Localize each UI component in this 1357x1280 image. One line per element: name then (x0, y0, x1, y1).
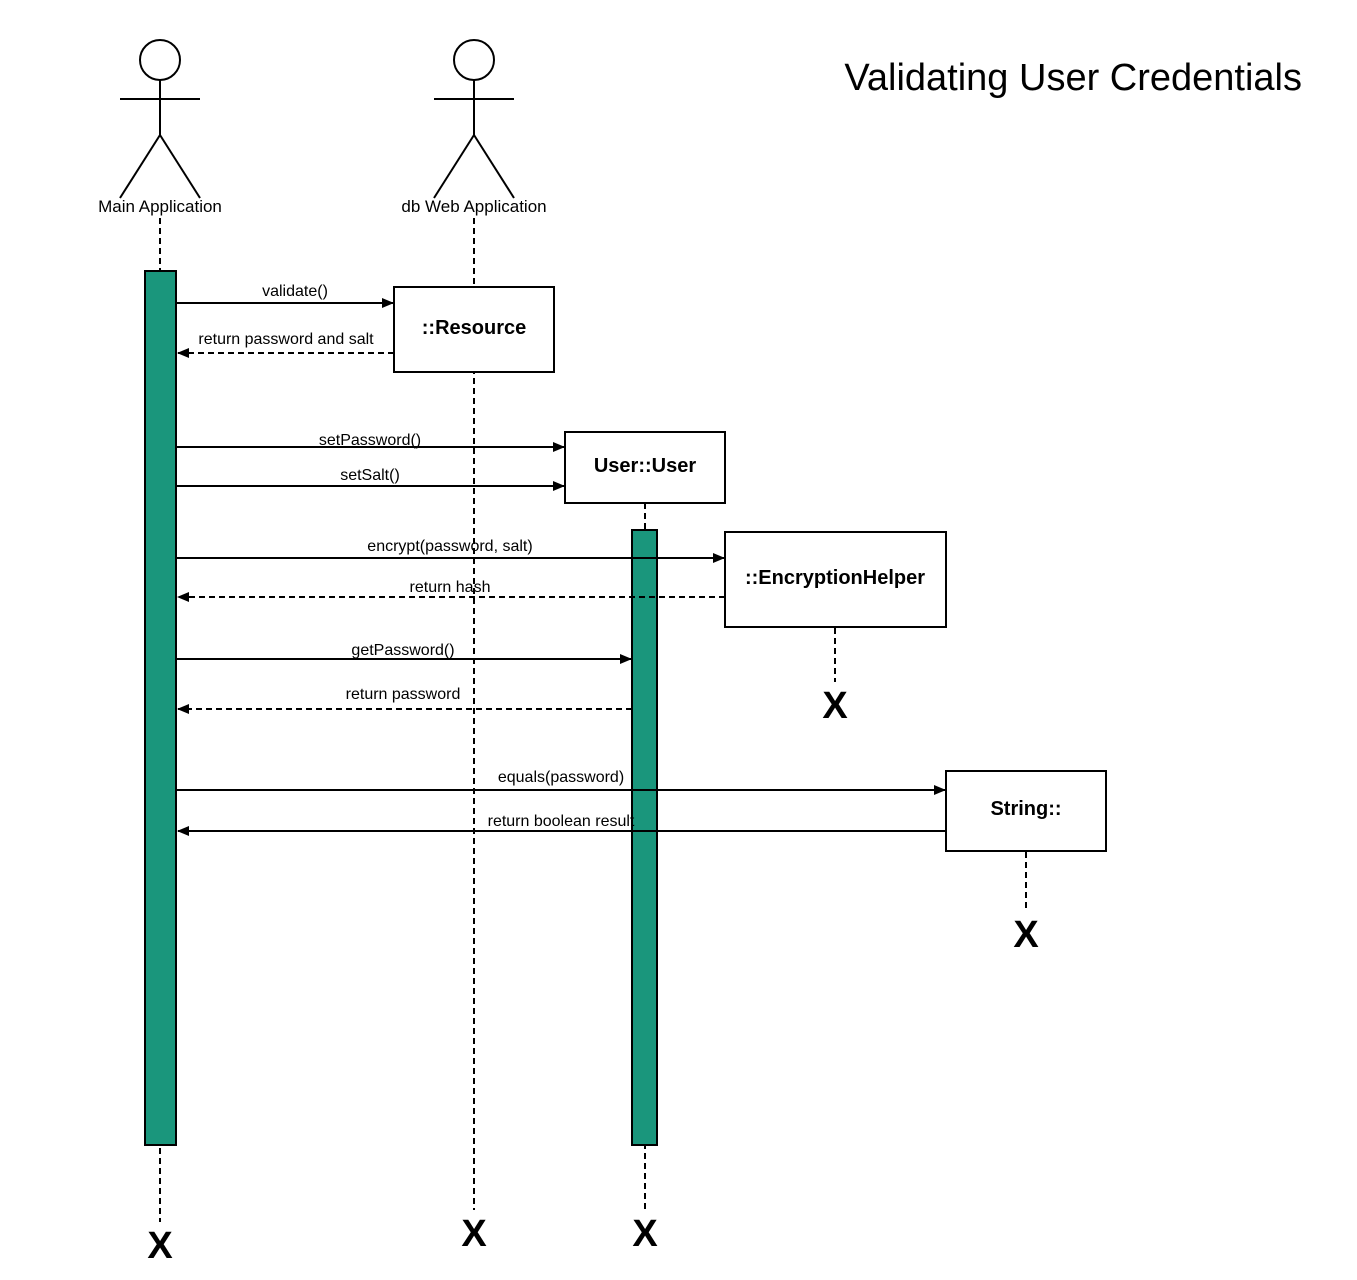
actor-main-application: Main Application (98, 39, 222, 216)
message-set-password: setPassword() (176, 432, 565, 452)
object-string: String:: (945, 770, 1107, 852)
activation-bar-user (631, 529, 658, 1146)
message-label: return password (346, 686, 461, 703)
message-set-salt: setSalt() (176, 467, 565, 491)
actor-icon (119, 39, 201, 199)
message-label: setPassword() (319, 432, 421, 449)
actor-db-web-application: db Web Application (401, 39, 547, 216)
destroy-marker-db-web-application: X (461, 1213, 487, 1255)
message-return-hash: return hash (177, 579, 725, 602)
message-equals: equals(password) (176, 769, 946, 795)
message-encrypt: encrypt(password, salt) (176, 538, 725, 563)
object-label: String:: (990, 798, 1061, 820)
message-label: return boolean result (488, 813, 635, 830)
actor-label: Main Application (98, 197, 222, 216)
actor-icon (433, 39, 515, 199)
message-label: getPassword() (351, 642, 454, 659)
object-label: ::EncryptionHelper (745, 567, 925, 589)
message-return-password: return password (177, 686, 632, 714)
message-label: equals(password) (498, 769, 624, 786)
message-validate: validate() (176, 283, 394, 308)
object-resource: ::Resource (393, 286, 555, 373)
object-label: ::Resource (422, 317, 526, 339)
message-label: return hash (410, 579, 491, 596)
actor-label: db Web Application (401, 197, 546, 216)
message-label: setSalt() (340, 467, 400, 484)
destroy-marker-encryption-helper: X (822, 685, 848, 727)
destroy-marker-main-application: X (147, 1225, 173, 1267)
destroy-marker-string: X (1013, 914, 1039, 956)
object-user: User::User (564, 431, 726, 504)
message-get-password: getPassword() (176, 642, 632, 664)
activation-bar-main-application (144, 270, 177, 1146)
message-label: return password and salt (198, 331, 374, 348)
destroy-marker-user: X (632, 1213, 658, 1255)
object-encryption-helper: ::EncryptionHelper (724, 531, 947, 628)
object-label: User::User (594, 455, 696, 477)
diagram-title: Validating User Credentials (844, 57, 1302, 99)
message-label: validate() (262, 283, 328, 300)
message-return-password-and-salt: return password and salt (177, 331, 394, 358)
message-label: encrypt(password, salt) (367, 538, 532, 555)
message-return-boolean-result: return boolean result (177, 813, 946, 836)
